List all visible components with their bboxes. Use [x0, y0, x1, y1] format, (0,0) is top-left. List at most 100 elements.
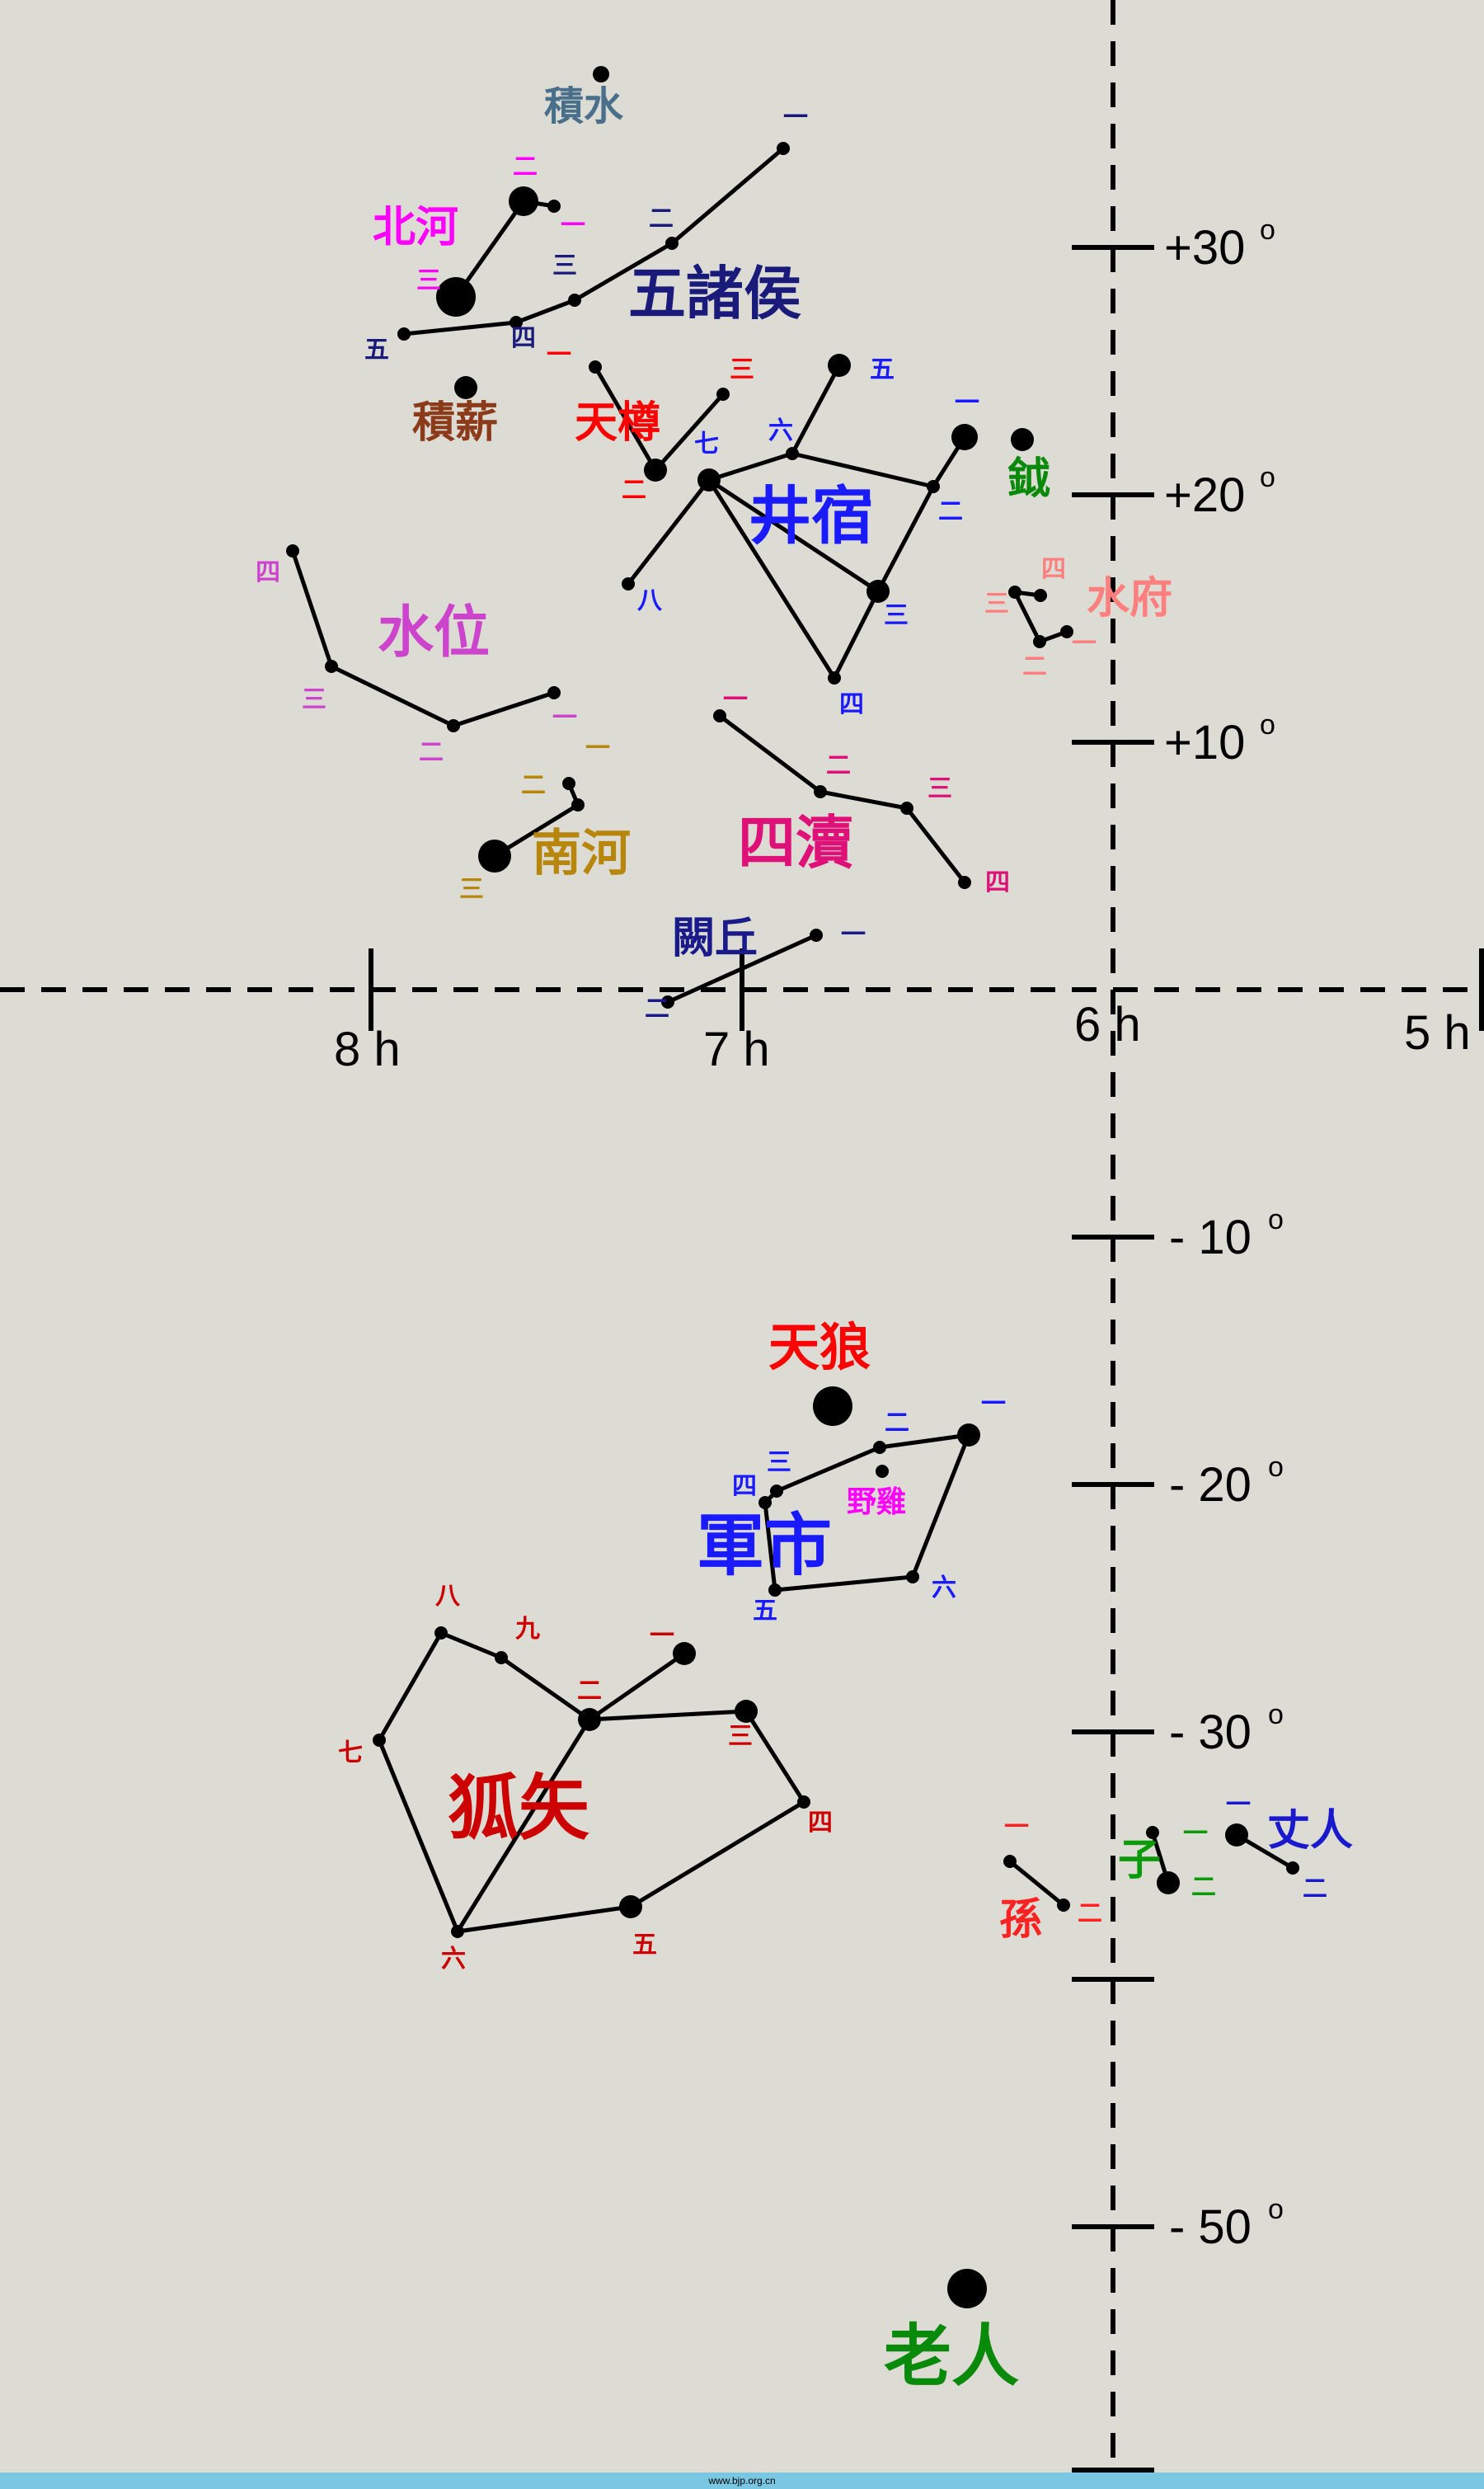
queqiu-name: 闕丘 [672, 913, 758, 963]
wuzhuhou-edge-3 [515, 298, 575, 325]
hushi-star-4 [797, 1795, 810, 1809]
hushi-star-number-5: 五 [632, 1931, 657, 1960]
junshi-star-number-4: 四 [732, 1472, 757, 1501]
sun-name: 孫 [999, 1894, 1042, 1945]
hushi-edge-5 [457, 1904, 632, 1934]
wuzhuhou-edge-2 [573, 241, 674, 303]
hushi-edge-9 [440, 1630, 502, 1660]
sidu-name: 四瀆 [738, 808, 853, 877]
wuzhuhou-star-number-1: 一 [783, 103, 808, 132]
shuiwei-star-2 [447, 719, 460, 732]
hushi-star-number-1: 一 [650, 1621, 674, 1650]
zhangren-star-number-1: 一 [1226, 1790, 1251, 1819]
sidu-star-number-1: 一 [723, 685, 748, 714]
jingxiu-edge-9 [707, 478, 837, 680]
jingxiu-star-7 [697, 468, 721, 492]
jingxiu-star-number-1: 一 [955, 388, 979, 417]
jingxiu-edge-3 [832, 590, 881, 680]
wuzhuhou-star-5 [397, 327, 411, 341]
shuifu-star-3 [1033, 635, 1046, 648]
sun-star-2 [1057, 1899, 1070, 1912]
ra-label-6h: 6 h [1074, 998, 1141, 1052]
hushi-edge-6 [455, 1718, 592, 1933]
sun-edge-1 [1008, 1860, 1065, 1907]
sidu-star-4 [958, 876, 971, 889]
wuzhuhou-star-number-2: 二 [649, 205, 674, 233]
constellation-yeji: 野雞 [847, 1465, 906, 1519]
jingxiu-edge-4 [790, 364, 842, 455]
zhangren-star-number-2: 二 [1303, 1875, 1327, 1903]
shuiwei-star-number-4: 四 [256, 558, 280, 587]
junshi-star-number-3: 三 [767, 1448, 791, 1477]
wuzhuhou-star-number-5: 五 [364, 336, 389, 365]
hushi-edge-3 [744, 1710, 806, 1804]
sidu-star-number-4: 四 [985, 868, 1010, 897]
hushi-star-6 [451, 1925, 464, 1938]
wuzhuhou-edge-1 [670, 147, 785, 245]
beihe-star-3 [547, 200, 561, 213]
zi-star-number-2: 二 [1191, 1873, 1216, 1902]
zhangren-star-2 [1286, 1861, 1299, 1875]
zhangren-star-1 [1225, 1823, 1248, 1847]
hushi-star-5 [619, 1895, 642, 1918]
dec-label-minus30: - 30 [1169, 1706, 1252, 1759]
constellation-jixin: 積薪 [412, 376, 498, 448]
hushi-edge-4 [629, 1800, 805, 1909]
yue-star-1 [1011, 428, 1034, 451]
jingxiu-star-2 [927, 480, 940, 493]
beihe-star-2 [436, 277, 476, 317]
junshi-edge-6 [910, 1434, 971, 1578]
nanhe-name: 南河 [532, 825, 631, 882]
dec-label-minus50: - 50 [1169, 2200, 1252, 2254]
nanhe-star-2 [562, 777, 575, 790]
hushi-star-8 [434, 1626, 448, 1640]
hushi-star-number-2: 二 [577, 1677, 602, 1706]
shuifu-star-number-3: 三 [984, 590, 1009, 619]
wuzhuhou-star-2 [665, 237, 679, 250]
wuzhuhou-star-number-3: 三 [552, 252, 577, 280]
jingxiu-edge-6 [708, 451, 793, 482]
jingxiu-star-number-5: 五 [870, 355, 895, 384]
hushi-edge-7 [377, 1739, 460, 1932]
jingxiu-edge-2 [876, 485, 936, 593]
shuifu-star-number-4: 四 [1041, 555, 1066, 584]
junshi-edge-1 [879, 1433, 970, 1450]
nanhe-star-3 [478, 840, 511, 873]
jingxiu-edge-8 [627, 478, 711, 586]
wuzhuhou-star-3 [568, 294, 581, 307]
shuiwei-edge-3 [290, 550, 334, 667]
shuiwei-star-1 [547, 686, 561, 699]
jixin-name: 積薪 [412, 398, 498, 448]
beihe-star-1 [509, 186, 538, 216]
tianzun-edge-2 [654, 393, 725, 472]
constellation-jishui: 積水 [544, 66, 624, 129]
queqiu-star-1 [810, 929, 823, 942]
shuifu-edge-2 [1012, 590, 1042, 643]
dec-degree-minus20: o [1268, 1452, 1284, 1483]
junshi-star-5 [768, 1583, 782, 1597]
shuiwei-edge-2 [330, 664, 455, 728]
jingxiu-star-number-7: 七 [694, 430, 719, 459]
nanhe-star-number-3: 三 [459, 875, 484, 904]
sidu-edge-2 [819, 789, 908, 811]
sun-star-number-2: 二 [1078, 1899, 1102, 1928]
jingxiu-star-6 [786, 447, 799, 460]
tianzun-star-3 [716, 388, 730, 401]
constellation-laoren: 老人 [884, 2269, 1019, 2396]
shuiwei-star-4 [286, 544, 299, 558]
hushi-star-number-7: 七 [338, 1739, 363, 1767]
hushi-star-number-9: 九 [515, 1615, 540, 1644]
sun-star-1 [1003, 1855, 1017, 1868]
tianzun-star-number-3: 三 [730, 355, 754, 384]
zi-star-2 [1157, 1871, 1180, 1894]
jingxiu-star-number-4: 四 [839, 690, 864, 719]
junshi-star-number-2: 二 [885, 1409, 909, 1437]
